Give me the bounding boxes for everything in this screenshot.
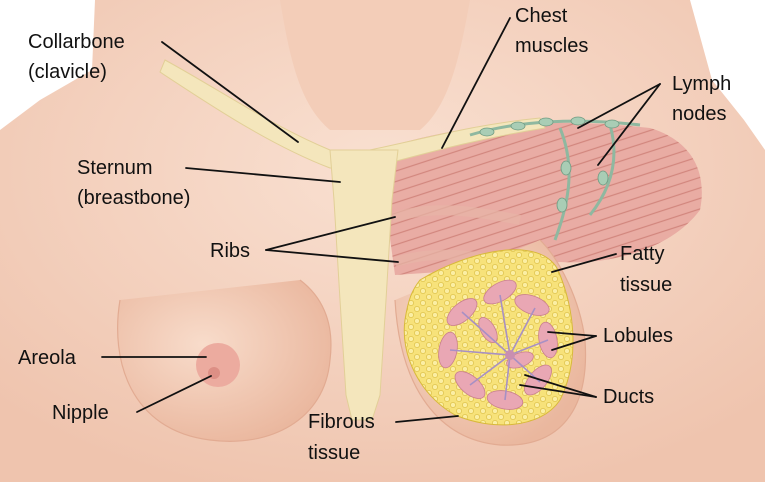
label-lobules-line1: Lobules <box>603 325 673 347</box>
label-fatty-tissue-line1: Fatty <box>620 243 664 265</box>
label-sternum-line2: (breastbone) <box>77 187 190 209</box>
label-lymph-nodes-line1: Lymph <box>672 73 731 95</box>
label-areola: Areola <box>18 347 77 369</box>
label-ducts-line1: Ducts <box>603 386 654 408</box>
label-fatty-tissue-line2: tissue <box>620 274 672 296</box>
label-areola-line1: Areola <box>18 347 77 369</box>
label-fibrous-tissue-line1: Fibrous <box>308 411 375 433</box>
label-chest-muscles-line2: muscles <box>515 35 588 57</box>
label-nipple: Nipple <box>52 402 109 424</box>
label-collarbone-line1: Collarbone <box>28 31 125 53</box>
label-sternum-line1: Sternum <box>77 157 153 179</box>
label-nipple-line1: Nipple <box>52 402 109 424</box>
label-lymph-nodes-line2: nodes <box>672 103 727 125</box>
label-chest-muscles-line1: Chest <box>515 5 568 27</box>
label-ribs-line1: Ribs <box>210 240 250 262</box>
label-ribs: Ribs <box>210 240 250 262</box>
label-ducts: Ducts <box>603 386 654 408</box>
nipple-center-right <box>505 350 515 360</box>
label-lobules: Lobules <box>603 325 673 347</box>
label-fibrous-tissue-line2: tissue <box>308 442 360 464</box>
label-collarbone-line2: (clavicle) <box>28 61 107 83</box>
